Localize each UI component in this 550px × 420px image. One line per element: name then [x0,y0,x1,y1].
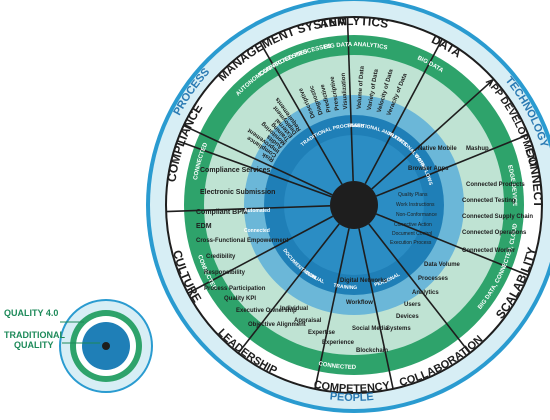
item-cross-functional: Cross-Functional Empowerment [196,238,288,244]
sector-divider [177,139,332,198]
item-group-culture: Process Participation Responsibility Cre… [196,238,288,292]
item-document-control: Document Control [392,231,432,237]
item-execution-process: Execution Process [390,240,432,246]
item-group-collaboration: Blockchain Social Media Workflow Digital… [340,278,389,354]
item-connected-operations: Connected Operations [462,230,527,236]
item-expertise: Expertise [308,330,336,336]
category-label-competency: COMPETENCY [313,379,392,395]
item-browser-apps: Browser Apps [408,166,449,172]
hub-label-training: TRAINING [333,283,358,292]
hub [330,181,378,229]
item-connected-products: Connected Products [466,182,525,188]
legend-hub [102,342,110,350]
item-social-media: Social Media [352,326,389,332]
category-label-analytics: ANALYTICS [319,14,390,31]
legend-label-traditional-1: TRADITIONAL [4,330,65,340]
item-group-competency: Experience Expertise Appraisal Individua… [280,306,355,346]
band-label-big-data-analytics: BIG DATA ANALYTICS [324,42,388,51]
item-data-volume: Data Volume [424,262,461,268]
item-individual: Individual [280,306,308,312]
sector-divider [259,41,343,185]
radial-item-analytics-4: Visualization [341,72,350,109]
item-work-instructions: Work Instructions [396,202,435,208]
item-group-appdev: Mashup Native Mobile Browser Apps [408,146,489,172]
item-compliant-bpm: Compliant BPM [196,209,248,216]
item-workflow: Workflow [346,300,373,306]
sector-divider [346,17,354,182]
item-connected: Connected [244,228,270,234]
item-non-conformance: Non-Conformance [396,212,437,218]
item-analytics: Analytics [412,290,439,296]
sector-divider [358,228,394,390]
item-connected-worker: Connected Worker [462,248,516,254]
item-group-scalability: Data Volume Processes Analytics Users De… [386,262,461,332]
item-mashup: Mashup [466,146,489,152]
item-executive-ownership: Executive Ownership [236,308,297,314]
sector-divider [375,133,529,197]
sector-divider [375,213,529,277]
sector-divider [368,223,471,354]
item-quality-kpi: Quality KPI [224,296,256,302]
item-compliance-services: Compliance Services [200,167,271,174]
sector-divider [314,228,350,390]
item-responsibility: Responsibility [204,270,246,276]
item-native-mobile: Native Mobile [418,146,457,152]
item-quality-plans: Quality Plans [398,192,428,198]
sector-divider [364,38,443,185]
band-label-connected-competency: CONNECTED [318,361,357,371]
sector-divider [187,215,334,294]
item-automated: Automated [244,208,270,214]
item-devices: Devices [396,314,419,320]
item-users: Users [404,302,421,308]
item-processes: Processes [418,276,449,282]
item-group-inner-left: Automated Connected [244,208,270,234]
item-experience: Experience [322,340,355,346]
item-blockchain: Blockchain [356,348,388,354]
sector-dividers [166,17,529,390]
item-connected-testing: Connected Testing [462,198,516,204]
outer-label-people: PEOPLE [329,390,374,404]
item-group-leadership: Objective Alignment Executive Ownership … [224,296,306,328]
item-credibility: Credibility [206,254,236,260]
radial-item-analytics-3: Prescriptive [330,75,341,111]
legend: QUALITY 4.0 TRADITIONAL QUALITY [4,299,153,393]
item-process-participation: Process Participation [204,286,266,292]
item-group-compliance: Compliance Services Electronic Submissio… [196,167,275,230]
item-connected-supply-chain: Connected Supply Chain [462,214,533,220]
radial-item-data-0: Volume of Data [357,65,366,109]
item-electronic-submission: Electronic Submission [200,189,275,196]
sector-divider [237,223,340,354]
item-appraisal: Appraisal [294,318,322,324]
legend-label-traditional-2: QUALITY [14,340,54,350]
sector-divider [371,78,495,190]
sector-divider [166,205,331,213]
legend-label-quality40: QUALITY 4.0 [4,308,58,318]
item-systems: Systems [386,326,411,332]
item-group-inner-right: Quality Plans Work Instructions Non-Conf… [390,192,437,246]
item-edm: EDM [196,223,212,230]
item-corrective-action: Corrective Action [394,222,432,228]
radial-item-management-0: Risk [261,151,276,163]
item-group-connectivity: Connected Products Connected Testing Con… [462,182,533,254]
sector-divider [183,124,333,196]
item-digital-networks: Digital Networks [340,278,388,284]
item-objective-alignment: Objective Alignment [248,322,306,328]
